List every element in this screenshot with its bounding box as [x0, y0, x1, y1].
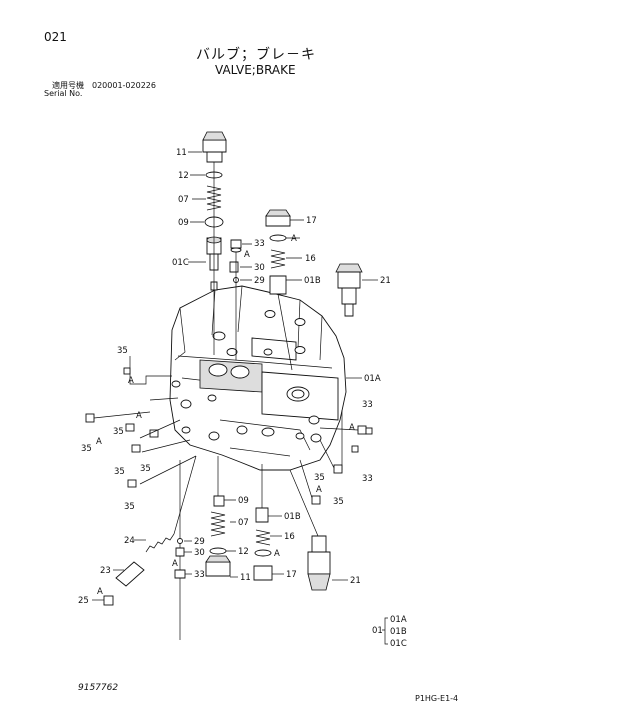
- callout-25: 25: [78, 596, 89, 606]
- ref-a: A: [291, 234, 297, 244]
- callout-30: 30: [254, 263, 265, 273]
- serial-range: 適用号機 020001-020226: [52, 81, 156, 90]
- callout-33: 33: [254, 239, 265, 249]
- callout-35: 35: [140, 464, 151, 474]
- ref-a: A: [128, 376, 134, 386]
- ref-a: A: [244, 250, 250, 260]
- legend-item-01b: 01B: [390, 627, 407, 637]
- group-legend: 01 01A 01B 01C: [372, 615, 407, 649]
- ref-a: A: [172, 559, 178, 569]
- callout-21: 21: [350, 576, 361, 586]
- callout-01a: 01A: [364, 374, 381, 384]
- callout-35: 35: [114, 467, 125, 477]
- callout-07: 07: [238, 518, 249, 528]
- callout-35: 35: [117, 346, 128, 356]
- ref-a: A: [274, 549, 280, 559]
- callout-35: 35: [113, 427, 124, 437]
- callout-07: 07: [178, 195, 189, 205]
- callout-33: 33: [362, 474, 373, 484]
- callout-09: 09: [178, 218, 189, 228]
- lower-right-sensor: 21: [289, 469, 361, 591]
- title-english: VALVE;BRAKE: [215, 63, 296, 77]
- callout-17: 17: [286, 570, 297, 580]
- callout-16: 16: [284, 532, 295, 542]
- drawing-number: 9157762: [78, 683, 119, 693]
- ref-a: A: [97, 587, 103, 597]
- callout-01b: 01B: [304, 276, 321, 286]
- left-side-plugs: 35 A 35 A 35 35 35 A 35: [81, 346, 197, 512]
- ref-a: A: [349, 423, 355, 433]
- upper-right-sensor: 21: [335, 263, 391, 317]
- ref-a: A: [136, 411, 142, 421]
- callout-12: 12: [238, 547, 249, 557]
- callout-11: 11: [176, 148, 187, 158]
- callout-21: 21: [380, 276, 391, 286]
- serial-label: Serial No.: [44, 89, 83, 98]
- ref-a: A: [316, 485, 322, 495]
- upper-middle-valve-stack: 17 A 16 01B: [265, 209, 321, 371]
- lower-valve-stacks: 09 07 12 11 01B 16 A 17: [205, 456, 301, 583]
- legend-item-01c: 01C: [390, 639, 407, 649]
- callout-35: 35: [81, 444, 92, 454]
- ref-a: A: [96, 437, 102, 447]
- sheet-reference: P1HG-E1-4: [415, 694, 459, 703]
- lower-left-parts: 24 23 25 A 29 30 A 33: [78, 455, 205, 640]
- callout-33: 33: [362, 400, 373, 410]
- right-side-plugs: 33 A 33 35 A 35: [299, 400, 373, 507]
- callout-01c: 01C: [172, 258, 189, 268]
- callout-01b: 01B: [284, 512, 301, 522]
- callout-17: 17: [306, 216, 317, 226]
- page-number: 021: [44, 30, 67, 44]
- callout-33: 33: [194, 570, 205, 580]
- callout-11: 11: [240, 573, 251, 583]
- callout-35: 35: [314, 473, 325, 483]
- callout-30: 30: [194, 548, 205, 558]
- callout-23: 23: [100, 566, 111, 576]
- callout-16: 16: [305, 254, 316, 264]
- legend-group-01: 01: [372, 626, 383, 636]
- callout-35: 35: [124, 502, 135, 512]
- callout-29: 29: [194, 537, 205, 547]
- legend-item-01a: 01A: [390, 615, 407, 625]
- title-japanese: バルブ；ブレ－キ: [196, 47, 316, 63]
- callout-24: 24: [124, 536, 135, 546]
- callout-09: 09: [238, 496, 249, 506]
- callout-29: 29: [254, 276, 265, 286]
- callout-12: 12: [178, 171, 189, 181]
- valve-body: [169, 285, 347, 471]
- callout-35: 35: [333, 497, 344, 507]
- upper-left-valve-stack: 11 12 07 09 01C 33 A 30 29: [172, 131, 265, 360]
